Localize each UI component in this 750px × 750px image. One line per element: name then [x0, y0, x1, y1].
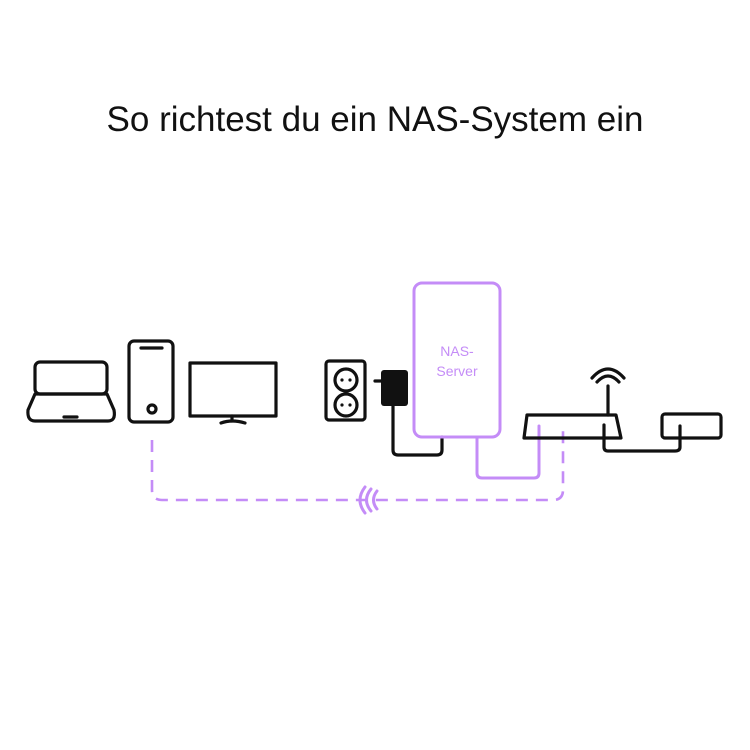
power-socket-icon	[324, 359, 367, 422]
smartphone-icon	[127, 339, 175, 424]
monitor-icon	[188, 361, 278, 425]
nas-label-line2: Server	[436, 363, 478, 379]
ethernet-cable-nas	[475, 424, 541, 480]
power-cable	[391, 404, 444, 457]
modem-icon	[660, 412, 723, 440]
page-title: So richtest du ein NAS-System ein	[106, 100, 644, 139]
nas-label-line1: NAS-	[440, 343, 474, 359]
router-icon	[522, 367, 626, 440]
wifi-signal-icon	[358, 485, 379, 515]
power-adapter-icon	[373, 370, 408, 406]
laptop-icon	[26, 360, 116, 423]
nas-server: NAS- Server	[412, 281, 502, 439]
ethernet-cable-modem	[602, 423, 682, 453]
wireless-link	[150, 425, 565, 502]
